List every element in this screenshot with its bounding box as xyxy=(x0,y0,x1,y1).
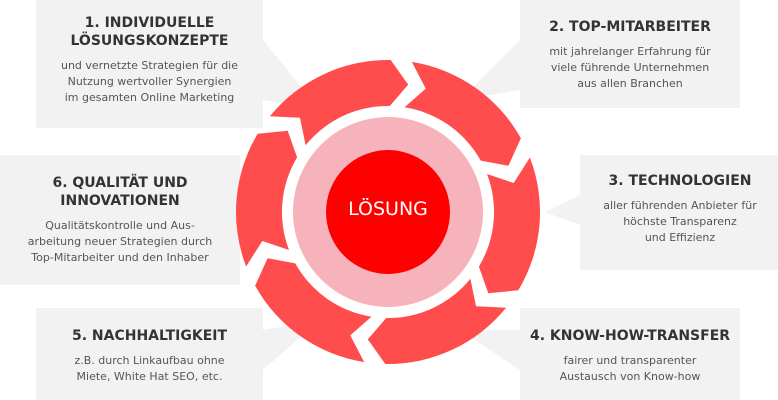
cycle-arrow-segment-5 xyxy=(235,130,298,267)
cycle-arrow-segment-6 xyxy=(269,59,409,146)
box-3-bg xyxy=(545,155,778,270)
item-2-text: mit jahrelanger Erfahrung für viele führ… xyxy=(549,45,711,90)
item-5-text: z.B. durch Linkaufbau ohne Miete, White … xyxy=(74,354,225,383)
item-5: 5. NACHHALTIGKEIT z.B. durch Linkaufbau … xyxy=(36,327,263,385)
box-5-bg xyxy=(36,308,320,400)
item-4-title: 4. KNOW-HOW-TRANSFER xyxy=(529,328,731,344)
box-1-bg xyxy=(36,0,320,128)
cycle-arrow-segment-1 xyxy=(404,61,521,166)
item-5-title: 5. NACHHALTIGKEIT xyxy=(71,328,228,344)
item-3-text: aller führenden Anbieter für höchste Tra… xyxy=(603,199,757,244)
item-2: 2. TOP-MITARBEITER mit jahrelanger Erfah… xyxy=(520,18,740,92)
item-1: 1. INDIVIDUELLE LÖSUNGSKONZEPTE und vern… xyxy=(36,14,263,106)
core-circle xyxy=(326,150,450,274)
cycle-arrow-segment-4 xyxy=(255,258,372,363)
cycle-arrow-segment-3 xyxy=(367,278,507,365)
box-6-bg xyxy=(0,155,270,285)
item-3-title: 3. TECHNOLOGIEN xyxy=(608,173,752,189)
center-label: LÖSUNG xyxy=(348,198,428,220)
box-4-bg xyxy=(460,308,740,400)
item-1-text: und vernetzte Strategien für die Nutzung… xyxy=(60,59,238,104)
item-1-title: 1. INDIVIDUELLE LÖSUNGSKONZEPTE xyxy=(70,15,229,49)
item-3: 3. TECHNOLOGIEN aller führenden Anbieter… xyxy=(585,172,775,246)
item-6-title: 6. QUALITÄT UND INNOVATIONEN xyxy=(52,175,188,209)
item-4: 4. KNOW-HOW-TRANSFER fairer und transpar… xyxy=(520,327,740,385)
cycle-arrow-segment-2 xyxy=(478,157,541,294)
item-2-title: 2. TOP-MITARBEITER xyxy=(549,19,711,35)
item-4-text: fairer und transparenter Austausch von K… xyxy=(559,354,701,383)
item-6: 6. QUALITÄT UND INNOVATIONEN Qualitätsko… xyxy=(0,174,240,266)
box-2-bg xyxy=(460,0,740,108)
item-6-text: Qualitätskontrolle und Aus- arbeitung ne… xyxy=(27,219,213,264)
